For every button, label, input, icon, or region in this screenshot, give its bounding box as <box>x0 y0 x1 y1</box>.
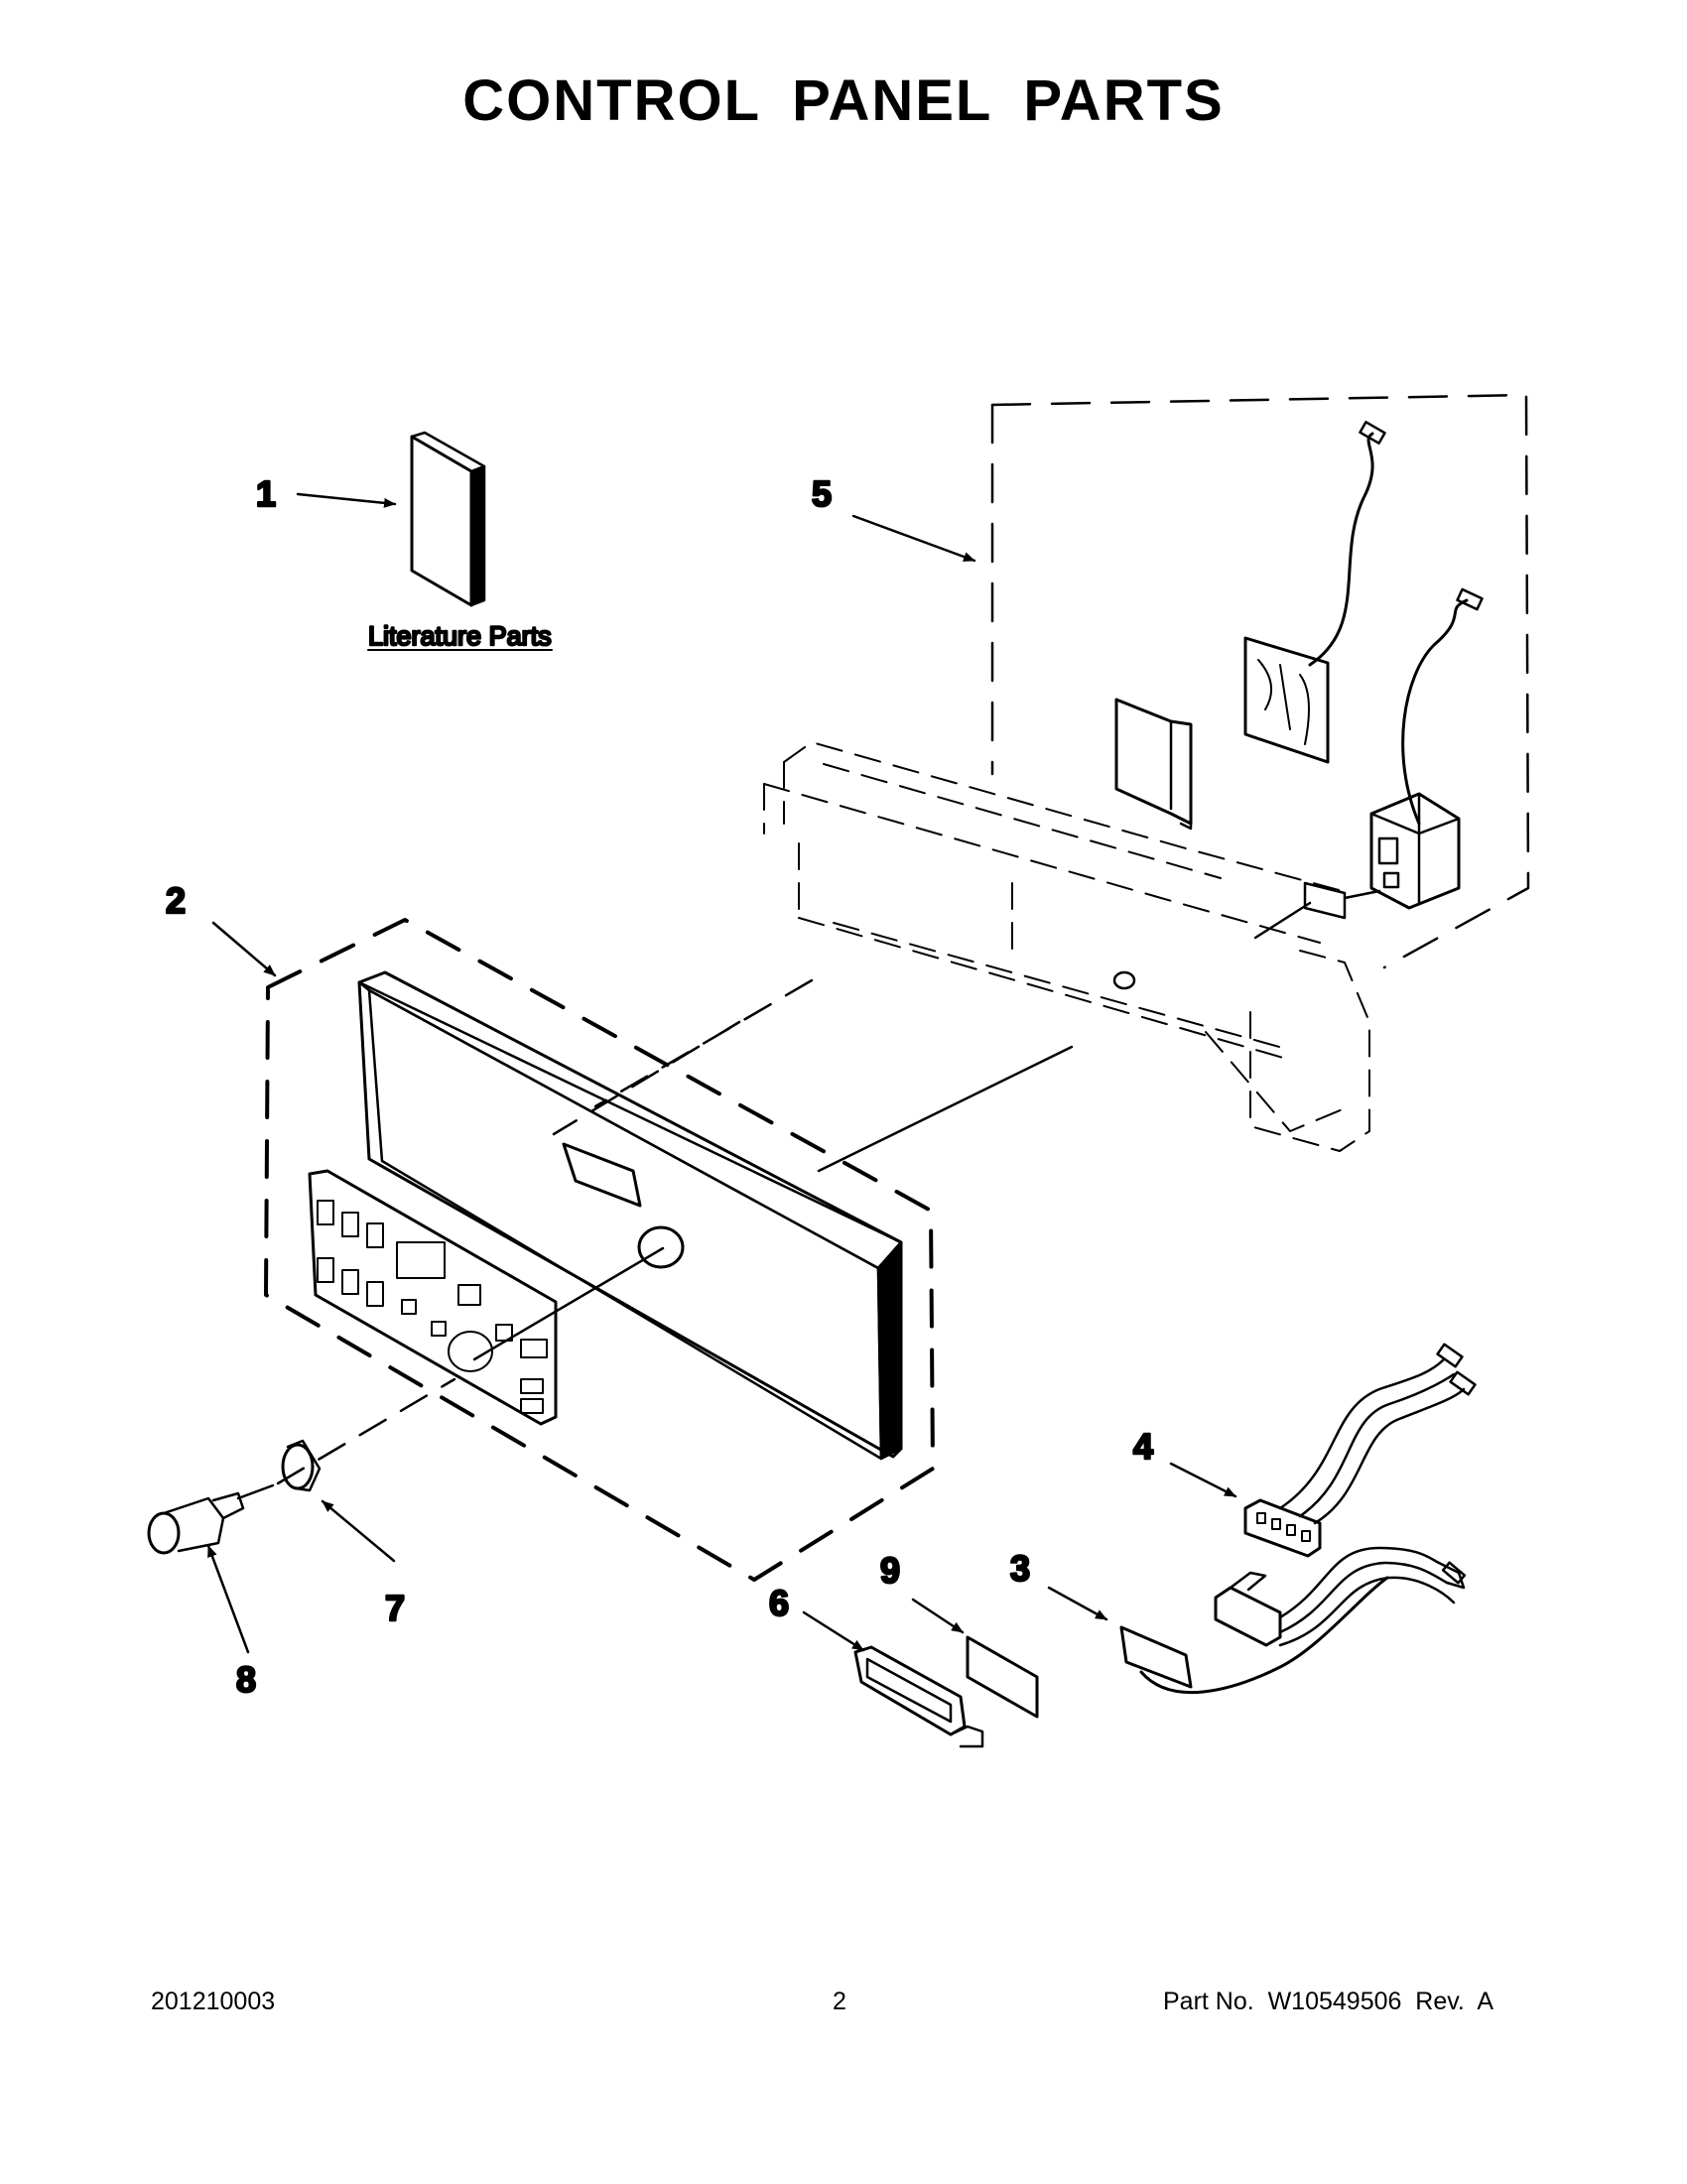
console-chassis-phantom <box>763 741 1370 1152</box>
callout-4: 4 <box>1133 1426 1153 1467</box>
literature-booklet-part <box>296 431 486 607</box>
display-window-part <box>802 1610 984 1748</box>
knob-ring-part <box>276 1377 456 1563</box>
console-assembly-part <box>211 918 1074 1582</box>
callout-8: 8 <box>236 1659 256 1700</box>
callout-2: 2 <box>166 880 186 921</box>
callout-5: 5 <box>812 473 832 514</box>
knob-hole-chassis <box>1112 970 1136 990</box>
part-number: Part No. W10549506 Rev. A <box>1163 1988 1494 2015</box>
callout-9: 9 <box>880 1550 900 1591</box>
wire-harness-part <box>1047 1546 1467 1694</box>
callout-7: 7 <box>385 1588 405 1628</box>
electronic-control-assembly-part <box>851 393 1530 969</box>
connector-harness-part <box>1169 1343 1477 1558</box>
callout-1: 1 <box>256 473 276 514</box>
page-title: CONTROL PANEL PARTS <box>462 68 1225 133</box>
callout-3: 3 <box>1010 1548 1030 1589</box>
page-number: 2 <box>833 1988 846 2015</box>
callout-6: 6 <box>769 1583 789 1623</box>
knob-part <box>147 1483 275 1654</box>
literature-parts-label: Literature Parts <box>368 621 552 651</box>
label-part <box>911 1598 1039 1719</box>
document-code: 201210003 <box>151 1988 276 2015</box>
